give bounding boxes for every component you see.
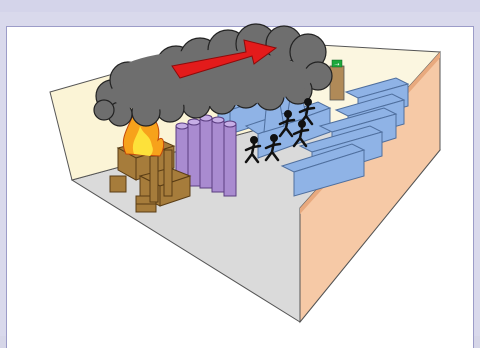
exit-door: ⇢ <box>330 60 344 100</box>
exit-sign-glyph: ⇢ <box>334 61 339 68</box>
warehouse-fire-illustration: ⇢ <box>0 0 480 336</box>
